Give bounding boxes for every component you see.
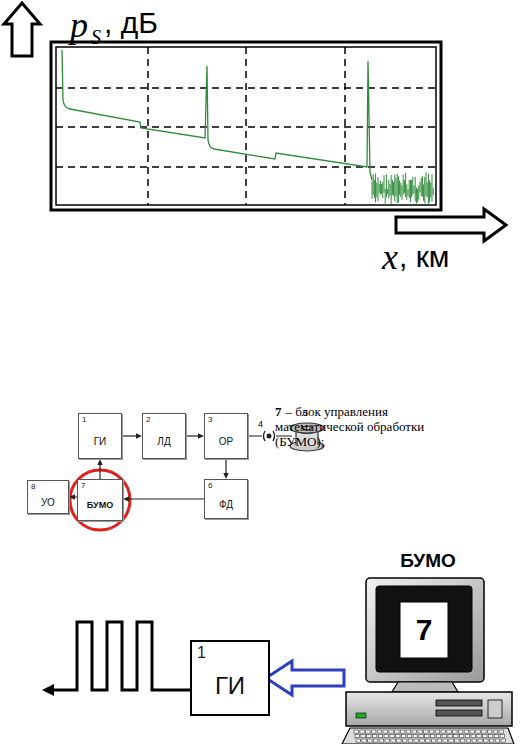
arrow-head	[42, 684, 54, 696]
box-label: ГИ	[192, 672, 268, 700]
axis-symbol: x	[382, 236, 398, 278]
connector	[186, 433, 204, 438]
callout-number: 8	[31, 482, 35, 491]
process-box: 2ЛД	[142, 413, 186, 459]
screen-number: 7	[416, 613, 433, 647]
callout-number: 7	[275, 404, 282, 419]
connector-symbol	[264, 431, 275, 441]
node-heading: БУМО	[400, 550, 456, 572]
process-box: 6ФД	[204, 479, 248, 519]
note: 7– блок управления математической обрабо…	[275, 405, 460, 450]
callout-number: 7	[81, 481, 85, 490]
process-box: 3ОР	[204, 413, 248, 459]
axis-subscript: S	[91, 26, 101, 49]
box-label: ФД	[205, 499, 247, 510]
grid	[56, 47, 436, 205]
box-label: ГИ	[79, 436, 121, 447]
callout-number: 4	[258, 419, 263, 429]
callout-number: 5	[303, 408, 308, 418]
callout-number: 3	[208, 415, 212, 424]
axis-arrow	[396, 209, 506, 241]
axis-arrow	[4, 3, 40, 56]
process-box: 1ГИ	[78, 413, 122, 459]
callout-number: 6	[208, 481, 212, 490]
connector	[122, 433, 142, 438]
axis-unit: , дБ	[104, 6, 158, 40]
process-box: 7БУМО	[77, 479, 123, 521]
connector	[223, 459, 228, 479]
box-label: ЛД	[143, 436, 185, 447]
computer-node: БУМО 7	[338, 548, 518, 744]
connector	[123, 496, 204, 501]
reflectogram-trace	[62, 50, 372, 180]
connector	[266, 661, 344, 695]
connector	[97, 459, 102, 479]
box-label: ОР	[205, 436, 247, 447]
callout-number: 2	[146, 415, 150, 424]
note-text: – блок управления математической обработ…	[275, 404, 424, 449]
pulse-train	[50, 622, 190, 690]
axis-unit: , км	[399, 240, 449, 274]
axis-symbol: p	[70, 4, 88, 46]
box-label: БУМО	[78, 500, 122, 510]
noise-trace	[372, 172, 433, 204]
box-label: УО	[28, 497, 68, 508]
callout-number: 1	[82, 415, 86, 424]
highlight-circle	[70, 470, 130, 530]
process-box: 8УО	[27, 480, 69, 514]
connector	[69, 494, 77, 499]
chart-frame	[51, 42, 441, 210]
callout-number: 1	[197, 644, 206, 662]
generator-box: 1ГИ	[190, 640, 270, 716]
chart-frame-inner	[56, 47, 436, 205]
